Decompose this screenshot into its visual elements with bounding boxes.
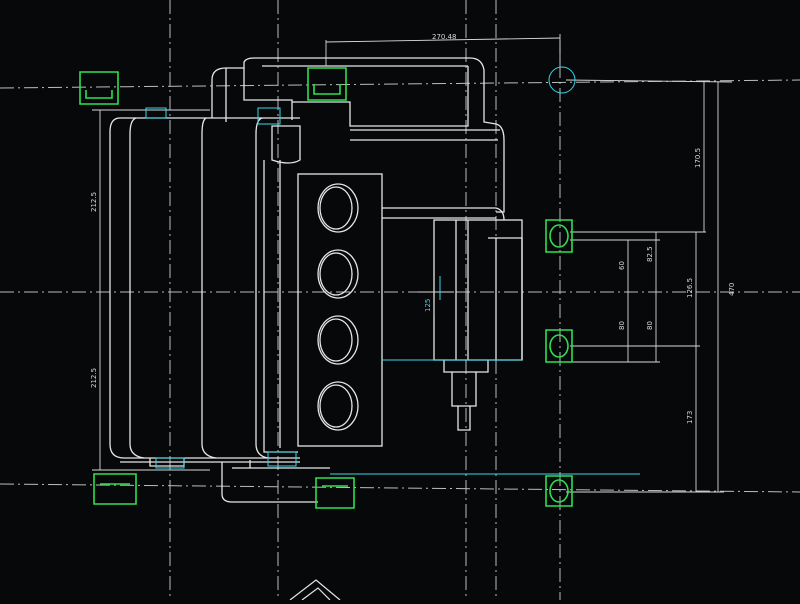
cylinder-bore-3-inner bbox=[319, 318, 353, 362]
upper-housing bbox=[211, 57, 505, 213]
mount-bottom-center bbox=[315, 477, 355, 509]
cylinder-bore-3 bbox=[317, 315, 359, 365]
dim-right-overall: 470 bbox=[728, 283, 736, 296]
dim-right-middle: 126.5 bbox=[686, 278, 694, 298]
cyan-construction bbox=[145, 66, 640, 475]
mount-top-center bbox=[307, 67, 347, 101]
cyan-tab-bottom bbox=[155, 457, 185, 469]
dim-left-upper: 212.5 bbox=[90, 192, 98, 212]
cylinder-bore-1 bbox=[317, 183, 359, 233]
main-body-segment-2 bbox=[201, 117, 217, 459]
spindle-housing bbox=[433, 219, 523, 361]
spindle-shaft bbox=[443, 360, 489, 431]
mount-right-upper-hole bbox=[549, 224, 569, 248]
upper-housing-inner bbox=[225, 65, 469, 127]
cylinder-bores bbox=[317, 183, 359, 431]
cylinder-bore-4 bbox=[317, 381, 359, 431]
mount-top-left bbox=[79, 71, 119, 105]
rail-upper bbox=[350, 129, 500, 141]
mount-right-lower-hole bbox=[549, 334, 569, 358]
arm-upper bbox=[382, 207, 505, 221]
main-body bbox=[109, 117, 300, 459]
cylinder-block-flange bbox=[263, 160, 298, 453]
dimension-lines bbox=[92, 34, 733, 493]
top-dimension-line bbox=[325, 37, 561, 43]
lower-rail bbox=[120, 458, 300, 467]
dim-inner-upper-b: 82.5 bbox=[646, 246, 654, 262]
dim-inner-lower-b: 80 bbox=[646, 321, 654, 330]
dim-left-lower: 212.5 bbox=[90, 368, 98, 388]
dim-inner-lower-a: 80 bbox=[618, 321, 626, 330]
cylinder-block bbox=[297, 173, 383, 447]
main-body-segment-4 bbox=[271, 125, 301, 164]
mount-right-bottom-hole bbox=[549, 479, 569, 503]
dim-right-upper: 170.5 bbox=[694, 148, 702, 168]
mount-right-lower bbox=[545, 329, 573, 363]
mount-right-bottom bbox=[545, 475, 573, 507]
horizontal-centerline-bottom bbox=[0, 483, 800, 493]
dim-inner-upper-a: 60 bbox=[618, 261, 626, 270]
spindle-inner bbox=[455, 220, 523, 360]
mount-right-upper bbox=[545, 219, 573, 253]
cyan-tab-top bbox=[145, 107, 167, 119]
mounting-points bbox=[79, 67, 573, 509]
lower-base bbox=[221, 460, 330, 503]
ext-top bbox=[565, 79, 733, 83]
main-body-segment-3 bbox=[255, 117, 269, 459]
partial-shape-bottom bbox=[289, 579, 341, 601]
cyan-tab-top-2 bbox=[257, 107, 281, 125]
dimension-labels: 270.48 170.5 470 126.5 173 60 82.5 80 80… bbox=[90, 33, 736, 424]
mount-bottom-left bbox=[93, 473, 137, 505]
machine-outline bbox=[109, 57, 523, 503]
cylinder-bore-2-inner bbox=[319, 252, 353, 296]
dim-right-lower: 173 bbox=[686, 411, 694, 424]
cylinder-bore-4-inner bbox=[319, 384, 353, 428]
partial-triangle bbox=[289, 579, 341, 601]
dim-center-small: 125 bbox=[424, 299, 432, 312]
main-body-segment-1 bbox=[129, 117, 145, 459]
cylinder-bore-2 bbox=[317, 249, 359, 299]
cyan-tab-bottom-2 bbox=[267, 451, 297, 467]
cylinder-bore-1-inner bbox=[319, 186, 353, 230]
reference-circle bbox=[548, 66, 576, 94]
dim-top-span: 270.48 bbox=[432, 33, 457, 41]
